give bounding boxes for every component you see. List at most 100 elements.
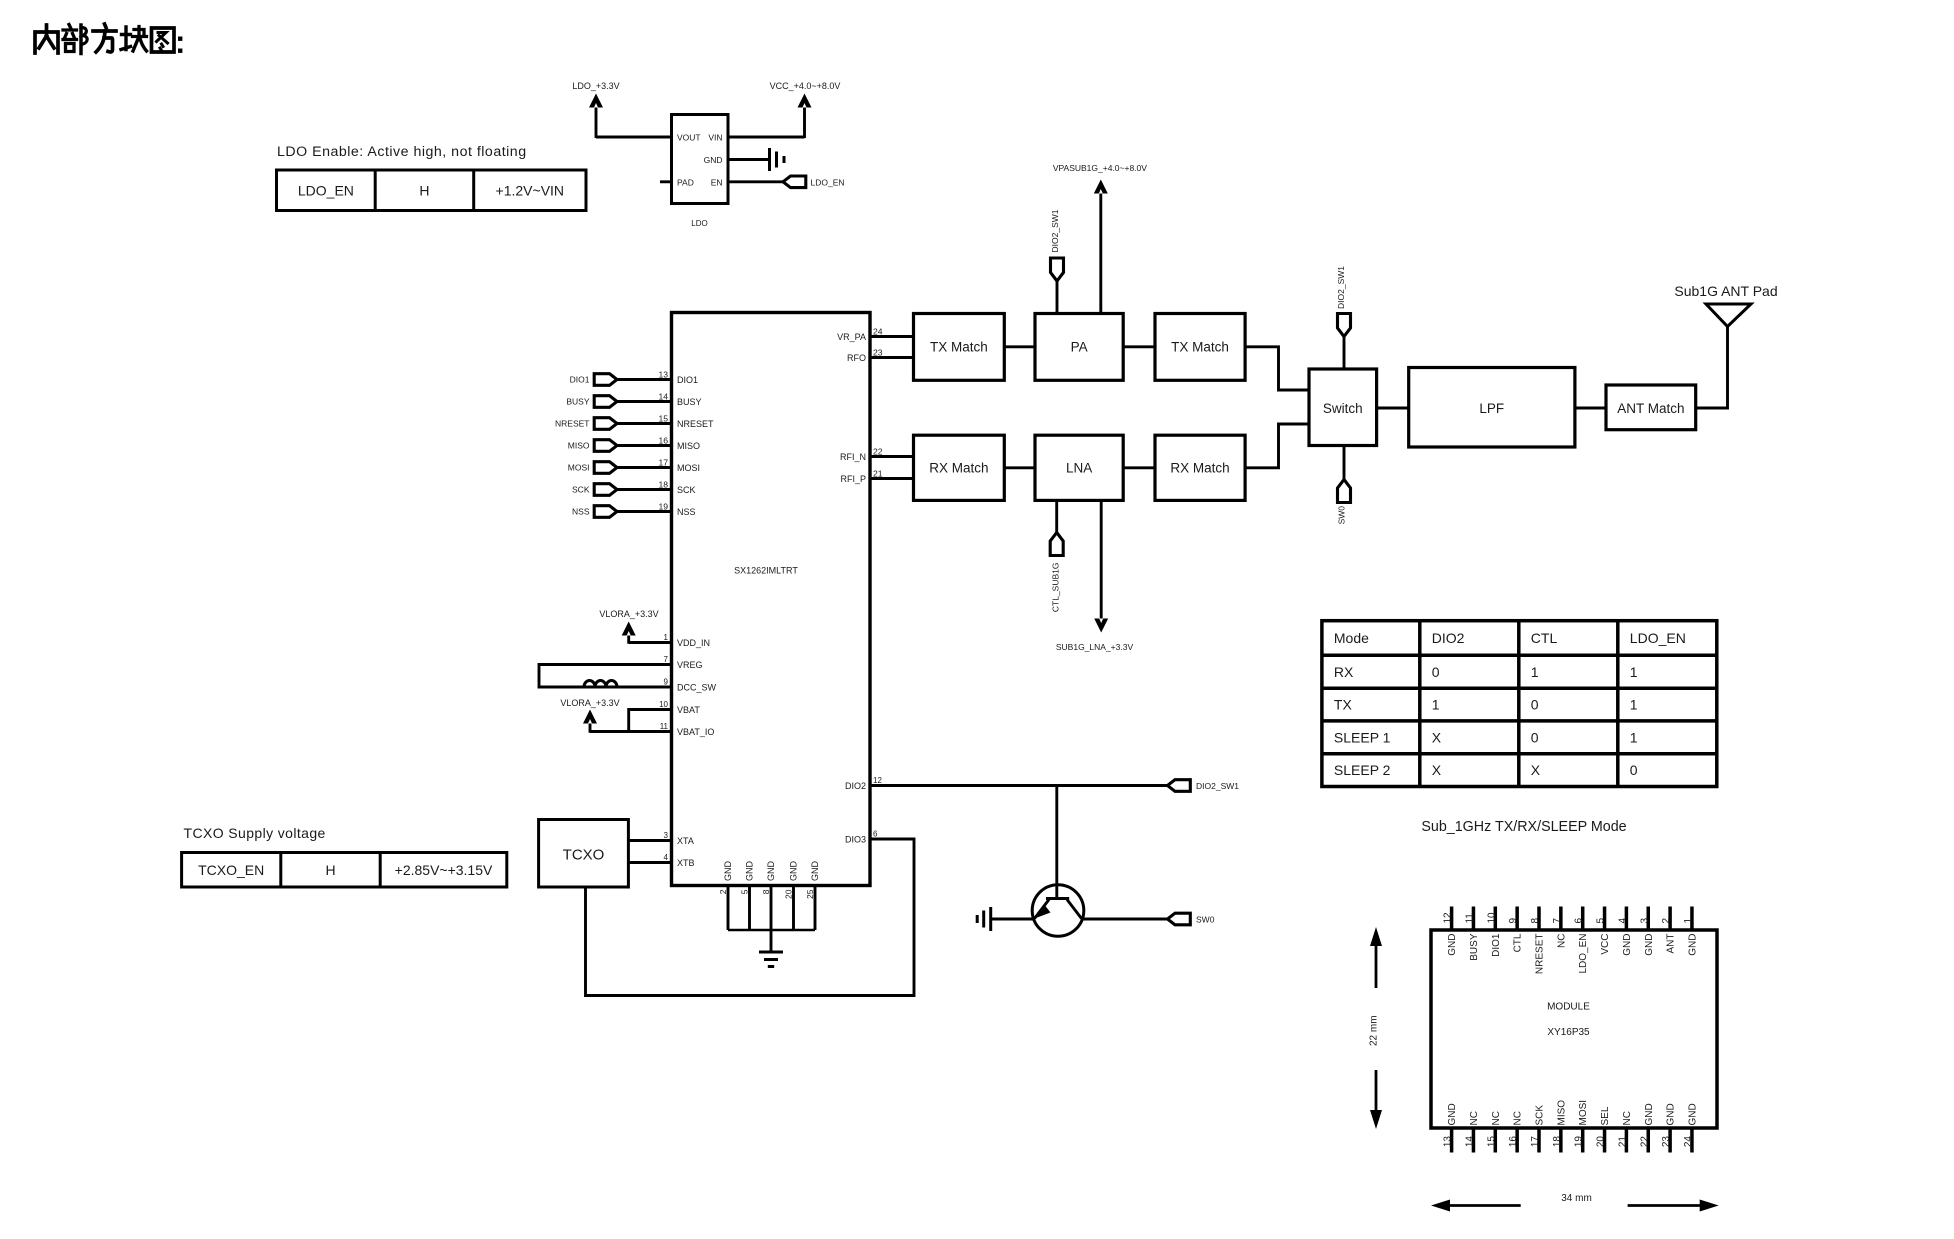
svg-text:NRESET: NRESET [1535,934,1546,975]
svg-text:DIO2: DIO2 [845,781,866,791]
svg-text:SCK: SCK [677,485,696,495]
svg-text:2: 2 [1661,918,1672,924]
svg-text:14: 14 [1464,1136,1475,1148]
svg-text:24: 24 [873,327,883,337]
svg-text:34 mm: 34 mm [1561,1193,1592,1204]
svg-text:+2.85V~+3.15V: +2.85V~+3.15V [395,862,493,878]
svg-text:H: H [325,862,335,878]
svg-text:TX Match: TX Match [930,340,988,355]
svg-text:18: 18 [1552,1136,1563,1148]
svg-text:16: 16 [1508,1136,1519,1148]
svg-text:Sub1G ANT Pad: Sub1G ANT Pad [1674,283,1777,299]
svg-text:X: X [1432,729,1442,745]
svg-text:SCK: SCK [1535,1105,1546,1126]
svg-text:1: 1 [1630,664,1638,680]
svg-text:14: 14 [658,392,668,402]
svg-text:RFO: RFO [847,353,866,363]
svg-text:DIO2: DIO2 [1432,630,1465,646]
svg-text:12: 12 [1443,912,1454,924]
svg-text:XTA: XTA [677,836,694,846]
svg-text:11: 11 [660,722,669,731]
svg-text:VDD_IN: VDD_IN [677,638,710,648]
svg-text:TX: TX [1334,697,1353,713]
svg-text:LDO_+3.3V: LDO_+3.3V [572,81,619,91]
svg-text:VOUT: VOUT [677,133,701,143]
svg-text:RX Match: RX Match [929,461,988,476]
svg-text:DIO2_SW1: DIO2_SW1 [1050,209,1060,252]
svg-text:13: 13 [1443,1136,1454,1148]
svg-text:ANT: ANT [1666,934,1677,954]
svg-text:GND: GND [766,861,776,882]
svg-text:LDO_EN: LDO_EN [811,177,845,187]
svg-text:VR_PA: VR_PA [837,332,866,342]
svg-text:25: 25 [805,889,815,899]
svg-text:GND: GND [1687,1103,1698,1125]
svg-text:17: 17 [658,458,668,468]
svg-text:GND: GND [789,861,799,882]
svg-text:NC: NC [1491,1111,1502,1125]
svg-text:SX1262IMLTRT: SX1262IMLTRT [734,566,798,576]
svg-text:SCK: SCK [572,485,590,495]
svg-text:0: 0 [1630,762,1638,778]
svg-text:LDO Enable: Active high, not f: LDO Enable: Active high, not floating [277,144,527,160]
svg-text:3: 3 [664,831,669,840]
svg-text:23: 23 [1661,1136,1672,1148]
svg-text:LDO: LDO [691,219,707,228]
svg-text:1: 1 [1432,697,1440,713]
svg-text:VPASUB1G_+4.0~+8.0V: VPASUB1G_+4.0~+8.0V [1053,163,1147,173]
svg-text:LPF: LPF [1479,401,1504,416]
svg-text:0: 0 [1432,664,1440,680]
svg-text:0: 0 [1531,729,1539,745]
svg-text:SLEEP 1: SLEEP 1 [1334,729,1391,745]
svg-text:NC: NC [1622,1111,1633,1125]
svg-text:GND: GND [1644,934,1655,956]
svg-text:LDO_EN: LDO_EN [1578,934,1589,974]
svg-text:GND: GND [810,861,820,882]
svg-text:NSS: NSS [572,507,590,517]
svg-text:2: 2 [718,889,728,894]
svg-text:Switch: Switch [1323,401,1363,416]
svg-text:X: X [1432,762,1442,778]
svg-text:GND: GND [1666,1103,1677,1125]
svg-text:RFI_P: RFI_P [840,474,866,484]
svg-text:DIO1: DIO1 [677,375,698,385]
svg-text:15: 15 [1486,1136,1497,1148]
svg-text:8: 8 [1530,918,1541,924]
svg-text:1: 1 [1531,664,1539,680]
svg-text:21: 21 [873,469,883,479]
svg-text:NC: NC [1556,934,1567,948]
svg-text:BUSY: BUSY [677,397,702,407]
svg-text:MODULE: MODULE [1547,1002,1590,1013]
svg-text:+1.2V~VIN: +1.2V~VIN [496,183,565,199]
svg-text:21: 21 [1617,1136,1628,1148]
svg-text:MISO: MISO [677,441,700,451]
svg-text:19: 19 [1574,1136,1585,1148]
svg-text:22: 22 [1639,1136,1650,1148]
svg-text:GND: GND [1447,1103,1458,1125]
svg-text:VBAT: VBAT [677,705,700,715]
svg-text:GND: GND [1447,934,1458,956]
svg-text:8: 8 [761,889,771,894]
svg-text:DIO2_SW1: DIO2_SW1 [1336,266,1346,309]
svg-text:SUB1G_LNA_+3.3V: SUB1G_LNA_+3.3V [1056,642,1134,652]
svg-text:MISO: MISO [568,441,590,451]
svg-text:MOSI: MOSI [677,463,700,473]
svg-text:CTL: CTL [1513,933,1524,952]
svg-text:BUSY: BUSY [566,397,589,407]
svg-text:5: 5 [740,889,750,894]
svg-text:9: 9 [1508,918,1519,924]
svg-text:7: 7 [664,655,669,664]
svg-text:Sub_1GHz TX/RX/SLEEP Mode: Sub_1GHz TX/RX/SLEEP Mode [1421,819,1626,835]
svg-text:GND: GND [745,861,755,882]
svg-text:1: 1 [1630,697,1638,713]
svg-text:4: 4 [1617,918,1628,924]
svg-text:XTB: XTB [677,858,695,868]
svg-text:XY16P35: XY16P35 [1547,1027,1590,1038]
svg-text:VBAT_IO: VBAT_IO [677,727,714,737]
svg-text:1: 1 [1683,918,1694,924]
svg-text:MOSI: MOSI [1578,1100,1589,1126]
svg-text:19: 19 [658,502,668,512]
svg-text:7: 7 [1552,918,1563,924]
svg-text:LNA: LNA [1066,461,1092,476]
svg-text:17: 17 [1530,1136,1541,1148]
